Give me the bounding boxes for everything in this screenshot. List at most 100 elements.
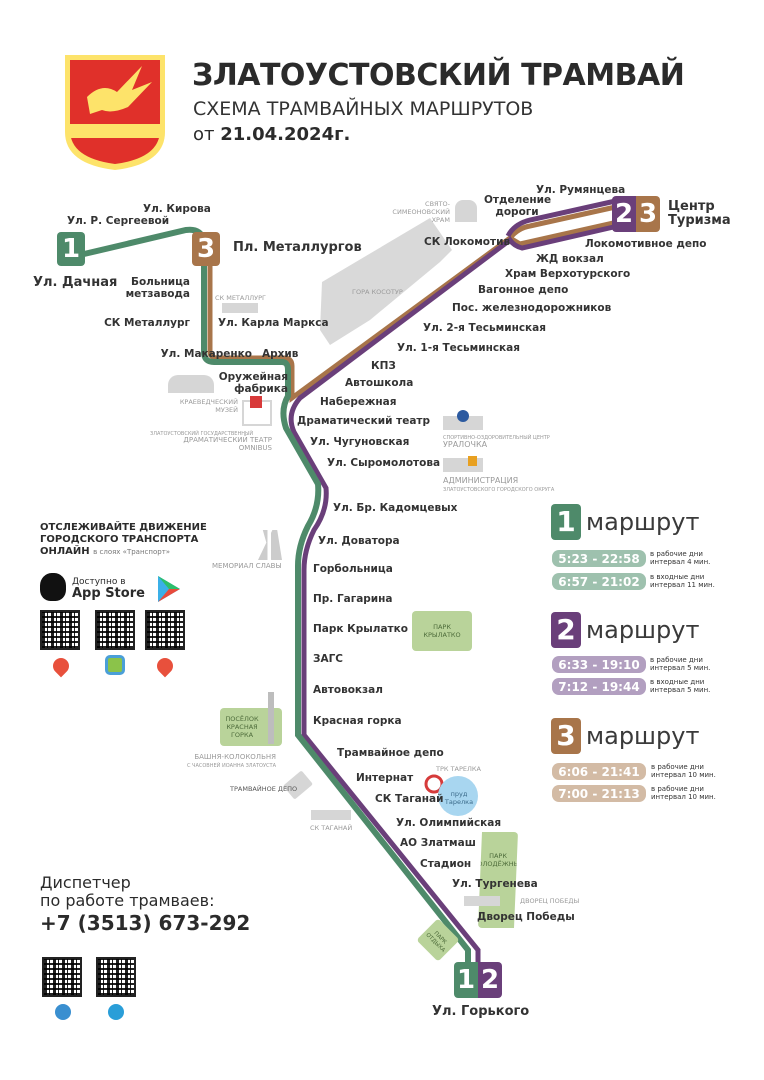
landmark-prud: пруд Тарелка	[444, 790, 474, 806]
route-3-terminal-badge[interactable]: 3	[192, 232, 220, 266]
route-2-loop	[505, 197, 621, 238]
route-1-line	[83, 226, 471, 970]
landmark-svyato: СВЯТО-СИМЕОНОВСКИЙ ХРАМ	[392, 200, 450, 224]
station-zhd-vokzal[interactable]: ЖД вокзал	[536, 253, 604, 265]
dvorec-building-icon	[464, 896, 500, 906]
station-krylatko[interactable]: Парк Крылатко	[313, 623, 408, 635]
station-olimpiyskaya[interactable]: Ул. Олимпийская	[396, 817, 502, 829]
landmark-admin: АДМИНИСТРАЦИЯ	[443, 476, 519, 485]
terminal-metallurgov[interactable]: Пл. Металлургов	[233, 240, 362, 255]
appstore-label: App Store	[72, 586, 145, 601]
legend-route-3-badge: 3	[551, 718, 581, 754]
station-otdelenie[interactable]: Отделение дороги	[484, 194, 552, 218]
station-zlatmash[interactable]: АО Златмаш	[400, 837, 476, 849]
station-karla-marksa[interactable]: Ул. Карла Маркса	[218, 317, 329, 329]
station-dramteatr[interactable]: Драматический театр	[297, 415, 431, 427]
online-line2: ГОРОДСКОГО ТРАНСПОРТА	[40, 534, 199, 545]
station-bolnica[interactable]: Больница метзавода	[125, 276, 190, 300]
route-3-terminal-badge-ne[interactable]: 3	[636, 196, 660, 232]
app-store-button[interactable]: Доступно в App Store	[72, 576, 145, 600]
station-stadion[interactable]: Стадион	[420, 858, 472, 870]
station-r-sergeevoy[interactable]: Ул. Р. Сергеевой	[67, 215, 170, 227]
qr-code-telegram[interactable]	[96, 957, 136, 997]
station-oruzh[interactable]: Оружейная фабрика	[218, 371, 288, 395]
landmark-admin-small: ЗЛАТОУСТОВСКОГО ГОРОДСКОГО ОКРУГА	[443, 487, 555, 493]
landmark-dvorec: ДВОРЕЦ ПОБЕДЫ	[520, 897, 580, 905]
days: в входные дни	[650, 678, 705, 686]
museum-building-icon	[168, 375, 214, 393]
route-2-terminal-badge-s[interactable]: 2	[478, 962, 502, 998]
station-gagarina[interactable]: Пр. Гагарина	[313, 593, 393, 605]
terminal-centr-turizma[interactable]: Центр Туризма	[668, 199, 731, 228]
station-zags[interactable]: ЗАГС	[313, 653, 343, 665]
station-makarenko[interactable]: Ул. Макаренко	[160, 348, 252, 360]
qr-code-website[interactable]	[42, 957, 82, 997]
mount-kosotur-area	[320, 218, 452, 345]
qr-code-yandex-maps-android[interactable]	[145, 610, 185, 650]
terminal-dachnaya[interactable]: Ул. Дачная	[33, 275, 118, 290]
online-tracking-text: ОТСЛЕЖИВАЙТЕ ДВИЖЕНИЕ ГОРОДСКОГО ТРАНСПО…	[40, 522, 207, 558]
route-1-terminal-badge-s[interactable]: 1	[454, 962, 478, 998]
station-gorbolnica[interactable]: Горбольница	[313, 563, 393, 575]
2gis-icon[interactable]	[105, 655, 125, 675]
station-chugunovskaya[interactable]: Ул. Чугуновская	[310, 436, 410, 448]
theatre-logo-icon	[250, 396, 262, 408]
station-avtoshkola[interactable]: Автошкола	[345, 377, 414, 389]
qr-code-2gis[interactable]	[95, 610, 135, 650]
online-line1: ОТСЛЕЖИВАЙТЕ ДВИЖЕНИЕ	[40, 522, 207, 533]
administration-building-icon	[443, 458, 483, 472]
qr-code-yandex-maps-ios[interactable]	[40, 610, 80, 650]
station-tesm1[interactable]: Ул. 1-я Тесьминская	[397, 342, 521, 354]
landmark-teatr: ДРАМАТИЧЕСКИЙ ТЕАТР OMNIBUS	[183, 436, 272, 452]
station-rumyanceva[interactable]: Ул. Румянцева	[536, 184, 626, 196]
dispatcher-block: Диспетчер по работе трамваев: +7 (3513) …	[40, 874, 250, 936]
station-dvorec[interactable]: Дворец Победы	[477, 911, 575, 923]
landmark-sk-taganay: СК ТАГАНАЙ	[310, 824, 353, 832]
landmark-trk: ТРК ТАРЕЛКА	[436, 765, 481, 773]
station-krasnaya-gorka[interactable]: Красная горка	[313, 715, 402, 727]
city-coat-of-arms	[65, 55, 165, 170]
sk-taganay-building-icon	[311, 810, 351, 820]
station-lokomotiv-depo[interactable]: Локомотивное депо	[585, 238, 707, 250]
station-naberezhnaya[interactable]: Набережная	[320, 396, 397, 408]
station-internat[interactable]: Интернат	[356, 772, 414, 784]
station-avtovokzal[interactable]: Автовокзал	[313, 684, 383, 696]
station-dovatora[interactable]: Ул. Доватора	[318, 535, 400, 547]
station-arhiv[interactable]: Архив	[262, 348, 299, 360]
legend-route-1-badge: 1	[551, 504, 581, 540]
web-icon[interactable]	[55, 1004, 71, 1020]
station-vagon-depo[interactable]: Вагонное депо	[478, 284, 569, 296]
legend-route-2-time-weekend: 7:12 - 19:44	[552, 678, 646, 695]
apple-icon[interactable]	[40, 573, 66, 601]
terminal-gorkogo[interactable]: Ул. Горького	[432, 1004, 530, 1019]
station-sk-metallurg[interactable]: СК Металлург	[104, 317, 190, 329]
station-tram-depo[interactable]: Трамвайное депо	[337, 747, 444, 759]
station-sk-lokomotiv[interactable]: СК Локомотив	[424, 236, 511, 248]
station-kirova[interactable]: Ул. Кирова	[143, 203, 211, 215]
station-tesm2[interactable]: Ул. 2-я Тесьминская	[423, 322, 547, 334]
station-pos-zhd[interactable]: Пос. железнодорожников	[452, 302, 612, 314]
route-2-terminal-badge-ne[interactable]: 2	[612, 196, 636, 232]
dispatcher-phone[interactable]: +7 (3513) 673-292	[40, 911, 251, 935]
station-sk-taganay[interactable]: СК Таганай	[375, 793, 444, 805]
station-kadomcevyh[interactable]: Ул. Бр. Кадомцевых	[333, 502, 458, 514]
landmark-uralochka-small: СПОРТИВНО-ОЗДОРОВИТЕЛЬНЫЙ ЦЕНТР	[443, 435, 550, 441]
interval: интервал 4 мин.	[650, 558, 711, 566]
route-1-terminal-badge[interactable]: 1	[57, 232, 85, 266]
station-syromolotova[interactable]: Ул. Сыромолотова	[327, 457, 441, 469]
route-2-line	[288, 223, 619, 970]
google-play-icon[interactable]	[156, 574, 182, 604]
date-value: 21.04.2024г.	[220, 124, 351, 145]
telegram-icon[interactable]	[108, 1004, 124, 1020]
station-hram-verh[interactable]: Храм Верхотурского	[505, 268, 631, 280]
station-turgeneva[interactable]: Ул. Тургенева	[452, 878, 538, 890]
landmark-kosotur: ГОРА КОСОТУР	[352, 288, 403, 296]
station-kpz[interactable]: КПЗ	[371, 360, 396, 372]
route-3-line	[207, 203, 621, 403]
